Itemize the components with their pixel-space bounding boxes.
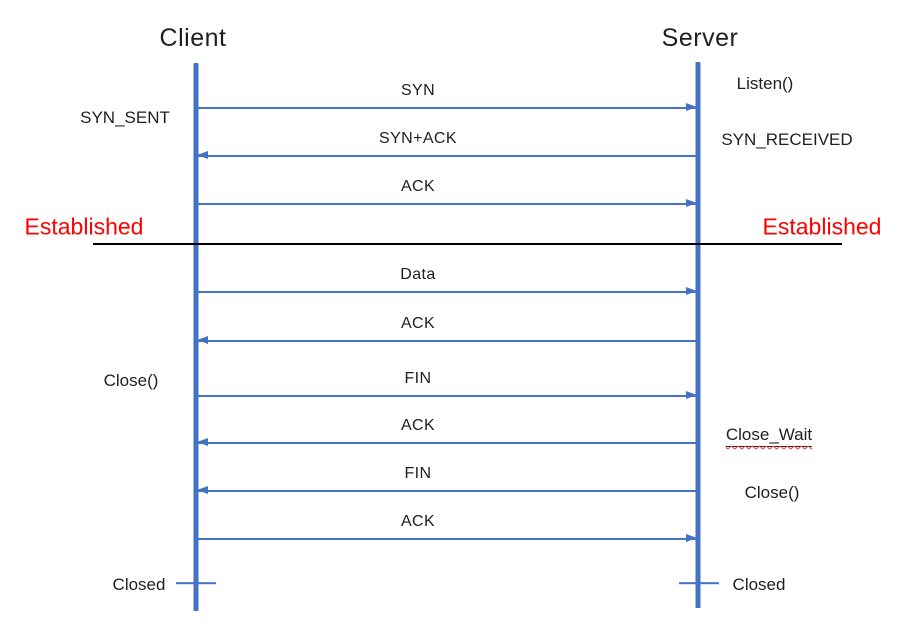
state-label-right-established: Established (762, 213, 882, 240)
arrowhead-left-icon (197, 486, 208, 495)
state-label-right-close-wait: Close_Wait (725, 425, 813, 447)
lifeline-server (695, 62, 701, 608)
message-label-1-syn: SYN (400, 82, 436, 99)
server-title: Server (661, 24, 739, 52)
message-arrow-4-data (198, 287, 697, 296)
arrowhead-left-icon (197, 151, 208, 160)
message-arrow-1-syn (198, 103, 697, 112)
state-label-right-listen: Listen() (736, 74, 794, 93)
message-label-6-fin: FIN (404, 370, 432, 387)
arrowhead-left-icon (197, 438, 208, 447)
state-label-left-closed: Closed (112, 575, 166, 594)
message-arrow-3-ack (198, 199, 697, 208)
established-divider-line (93, 242, 842, 246)
message-label-9-ack: ACK (400, 513, 436, 530)
message-label-8-fin: FIN (404, 465, 432, 482)
message-arrow-9-ack (198, 534, 697, 543)
state-label-right-closed: Closed (732, 575, 786, 594)
client-title: Client (159, 24, 227, 52)
state-label-left-close: Close() (103, 371, 159, 390)
message-label-5-ack: ACK (400, 315, 436, 332)
lifeline-client (193, 63, 199, 611)
state-label-left-established: Established (24, 213, 144, 240)
arrowhead-right-icon (686, 199, 697, 208)
arrowhead-right-icon (686, 103, 697, 112)
closed-tick-server (679, 582, 719, 584)
misspelled-text: Close_Wait (725, 425, 813, 444)
message-arrow-5-ack (197, 336, 696, 345)
message-label-3-ack: ACK (400, 178, 436, 195)
message-arrow-8-fin (197, 486, 696, 495)
arrowhead-right-icon (686, 391, 697, 400)
message-label-4-data: Data (400, 266, 436, 283)
state-label-right-close: Close() (744, 483, 800, 502)
message-arrow-2-syn-ack (197, 151, 696, 160)
closed-tick-client (176, 582, 216, 584)
arrowhead-right-icon (686, 534, 697, 543)
arrowhead-left-icon (197, 336, 208, 345)
message-label-2-syn-ack: SYN+ACK (379, 130, 457, 147)
message-label-7-ack: ACK (400, 417, 436, 434)
arrowhead-right-icon (686, 287, 697, 296)
message-arrow-6-fin (198, 391, 697, 400)
state-label-left-syn-sent: SYN_SENT (80, 108, 170, 127)
state-label-right-syn-received: SYN_RECEIVED (721, 130, 853, 149)
message-arrow-7-ack (197, 438, 696, 447)
